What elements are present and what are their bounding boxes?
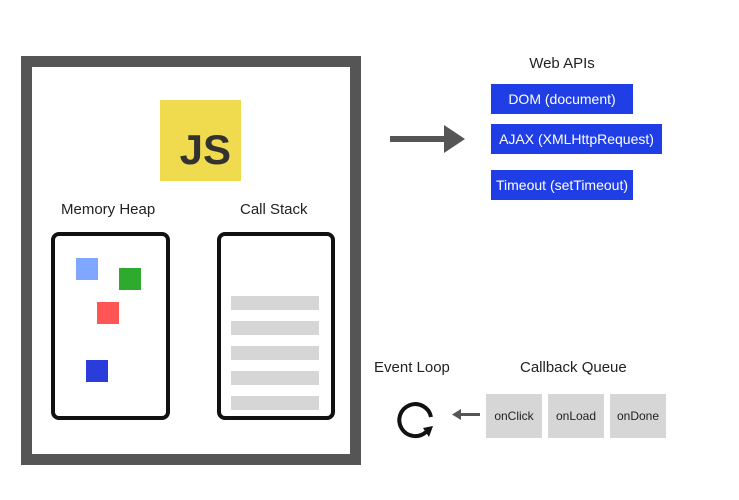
event-loop-label: Event Loop	[374, 359, 450, 376]
web-api-dom: DOM (document)	[491, 84, 633, 114]
callback-queue-item: onClick	[486, 394, 542, 438]
web-apis-title: Web APIs	[529, 55, 595, 72]
memory-block	[76, 258, 98, 280]
callback-queue-label: Callback Queue	[520, 359, 627, 376]
memory-heap-box	[51, 232, 170, 420]
js-engine-frame: JS Memory Heap Call Stack	[21, 56, 361, 465]
call-stack-box	[217, 232, 335, 420]
loop-icon	[397, 402, 433, 439]
stack-frame	[231, 321, 319, 335]
memory-block	[119, 268, 141, 290]
stack-frame	[231, 371, 319, 385]
arrow-right-icon	[390, 125, 465, 153]
arrow-left-icon	[452, 409, 480, 420]
web-api-ajax: AJAX (XMLHttpRequest)	[491, 124, 662, 154]
memory-block	[97, 302, 119, 324]
web-api-timeout: Timeout (setTimeout)	[491, 170, 633, 200]
js-logo-text: JS	[179, 126, 231, 173]
js-logo: JS	[160, 100, 241, 181]
stack-frame	[231, 396, 319, 410]
memory-heap-label: Memory Heap	[61, 201, 156, 218]
call-stack-label: Call Stack	[240, 201, 308, 218]
stack-frame	[231, 296, 319, 310]
stack-frame	[231, 346, 319, 360]
callback-queue-item: onLoad	[548, 394, 604, 438]
callback-queue-item: onDone	[610, 394, 666, 438]
memory-block	[86, 360, 108, 382]
